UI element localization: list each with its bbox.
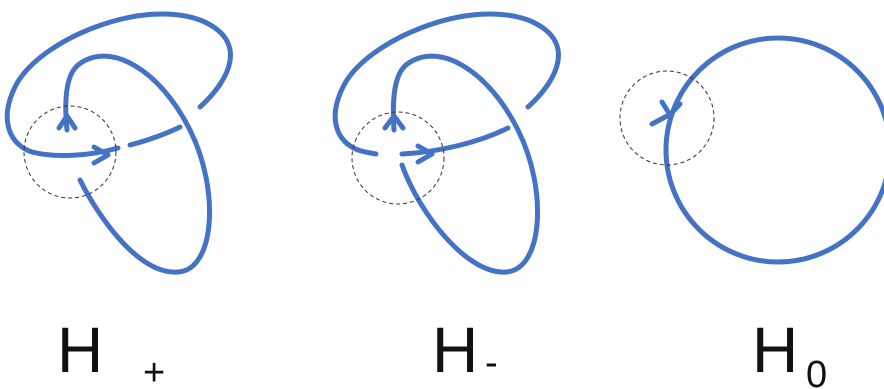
arrow-up-icon <box>56 113 78 131</box>
strand-outer-loop <box>332 11 561 157</box>
label-h-minus-main: H <box>432 314 478 386</box>
panel-h-plus: H + <box>4 11 233 389</box>
strand-over-right <box>399 125 511 157</box>
crossing-circle <box>23 105 117 199</box>
panel-h-zero: H 0 <box>619 35 884 389</box>
arrow-icon <box>659 99 683 118</box>
label-h-plus-main: H <box>57 314 103 386</box>
arrow-right-icon <box>415 143 435 165</box>
arrow-up-icon <box>382 113 406 131</box>
label-h-zero-main: H <box>752 314 798 386</box>
arrow-right-icon <box>91 144 111 166</box>
label-h-zero-sub: 0 <box>806 354 827 389</box>
strand-outer-loop <box>4 11 233 158</box>
crossing-circle <box>351 111 445 205</box>
strand-stub <box>649 113 670 127</box>
strand-over-right <box>127 124 183 148</box>
strand-inner-loop <box>63 53 213 275</box>
strand-inner-loop <box>390 53 541 275</box>
label-h-minus-sub: - <box>485 342 498 384</box>
panel-h-minus: H - <box>332 11 561 386</box>
crossing-circle <box>619 70 715 166</box>
label-h-plus-sub: + <box>143 352 165 389</box>
strand-circle <box>663 35 884 265</box>
